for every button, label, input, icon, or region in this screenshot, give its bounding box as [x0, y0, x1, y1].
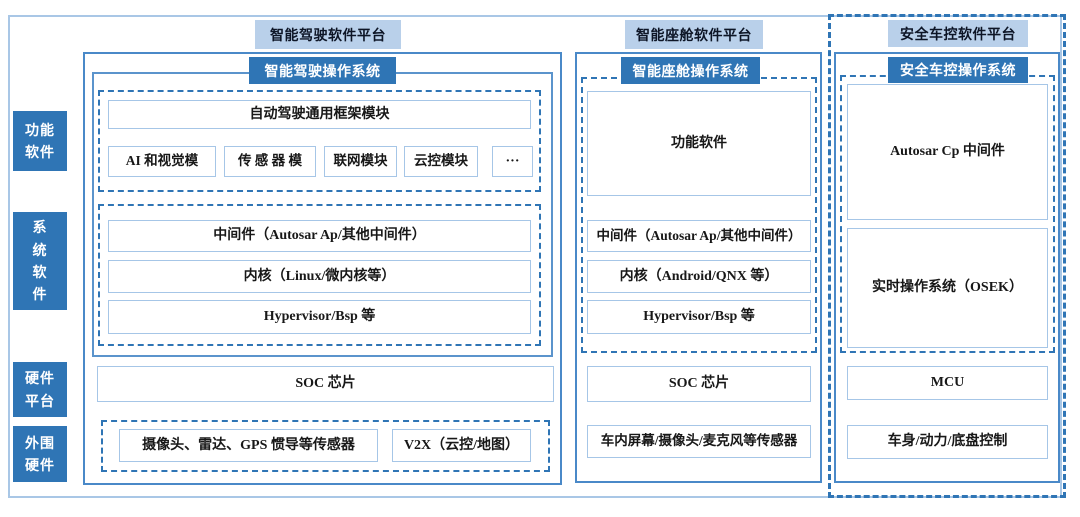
driving-hypervisor-box: Hypervisor/Bsp 等	[108, 300, 531, 334]
driving-v2x-box: V2X（云控/地图）	[392, 429, 531, 462]
cockpit-hypervisor-box: Hypervisor/Bsp 等	[587, 300, 811, 334]
driving-sensors-box: 摄像头、雷达、GPS 惯导等传感器	[119, 429, 378, 462]
sidebar-item-functional-software: 功能 软件	[13, 111, 67, 171]
driving-module-network: 联网模块	[324, 146, 397, 177]
driving-peripheral-group	[101, 420, 550, 472]
driving-module-ellipsis: ···	[492, 146, 533, 177]
cockpit-soc-box: SOC 芯片	[587, 366, 811, 402]
cockpit-kernel-box: 内核（Android/QNX 等）	[587, 260, 811, 293]
cockpit-middleware-box: 中间件（Autosar Ap/其他中间件）	[587, 220, 811, 252]
driving-middleware-box: 中间件（Autosar Ap/其他中间件）	[108, 220, 531, 252]
driving-os-title: 智能驾驶操作系统	[249, 57, 396, 84]
vehicle-control-os-title: 安全车控操作系统	[888, 57, 1028, 83]
vehicle-control-rtos-box: 实时操作系统（OSEK）	[847, 228, 1048, 348]
driving-soc-box: SOC 芯片	[97, 366, 554, 402]
vehicle-control-middleware-box: Autosar Cp 中间件	[847, 84, 1048, 220]
driving-functional-group	[98, 90, 541, 192]
driving-framework-box: 自动驾驶通用框架模块	[108, 100, 531, 129]
driving-system-group	[98, 204, 541, 346]
cockpit-platform-frame	[575, 52, 822, 483]
vehicle-control-platform-title: 安全车控软件平台	[888, 20, 1028, 47]
cockpit-os-title: 智能座舱操作系统	[621, 57, 760, 84]
cockpit-platform-title: 智能座舱软件平台	[625, 20, 763, 49]
vehicle-control-body-box: 车身/动力/底盘控制	[847, 425, 1048, 459]
driving-module-sensor: 传 感 器 模	[224, 146, 316, 177]
sidebar-item-peripheral-hardware: 外围 硬件	[13, 426, 67, 482]
driving-module-cloud: 云控模块	[404, 146, 478, 177]
sidebar-item-system-software: 系 统 软 件	[13, 212, 67, 310]
driving-kernel-box: 内核（Linux/微内核等）	[108, 260, 531, 293]
cockpit-sensors-box: 车内屏幕/摄像头/麦克风等传感器	[587, 425, 811, 458]
vehicle-control-mcu-box: MCU	[847, 366, 1048, 400]
sidebar-item-hardware-platform: 硬件 平台	[13, 362, 67, 417]
vehicle-control-outer-dashed-frame	[828, 14, 1066, 498]
driving-module-ai-vision: AI 和视觉模	[108, 146, 216, 177]
driving-platform-title: 智能驾驶软件平台	[255, 20, 401, 49]
cockpit-functional-box: 功能软件	[587, 91, 811, 196]
driving-platform-frame	[83, 52, 562, 485]
